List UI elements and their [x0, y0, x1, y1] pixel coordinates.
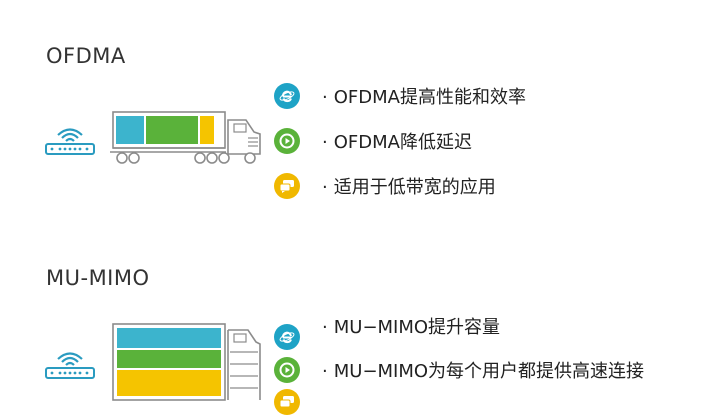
bullet-text: MU−MIMO提升容量 — [333, 317, 501, 338]
play-icon — [274, 357, 300, 383]
router-icon — [45, 352, 95, 379]
cargo-yellow — [117, 370, 221, 396]
ofdma-title: OFDMA — [46, 44, 126, 68]
ofdma-bullet-1: ·OFDMA提高性能和效率 — [274, 82, 526, 110]
bullet-text: OFDMA提高性能和效率 — [333, 87, 526, 108]
play-icon — [274, 128, 300, 154]
ofdma-bullet-3: ·适用于低带宽的应用 — [274, 172, 496, 200]
cargo-green — [146, 116, 198, 144]
router-icon — [45, 128, 95, 155]
cargo-blue — [117, 328, 221, 348]
browser-e-icon — [274, 83, 300, 109]
cargo-blue — [116, 116, 144, 144]
chat-bubbles-icon — [274, 173, 300, 199]
ofdma-bullet-2: ·OFDMA降低延迟 — [274, 127, 472, 155]
cargo-green — [117, 350, 221, 368]
bullet-text: 适用于低带宽的应用 — [333, 177, 496, 198]
chat-bubbles-icon — [274, 389, 300, 415]
mu-mimo-trucks — [112, 323, 261, 401]
mu-mimo-bullet-1: ·MU−MIMO提升容量 — [274, 312, 501, 350]
bullet-text: OFDMA降低延迟 — [333, 132, 472, 153]
browser-e-icon — [274, 324, 300, 350]
bullet-text: MU−MIMO为每个用户都提供高速连接 — [333, 361, 645, 382]
mu-mimo-title: MU-MIMO — [46, 266, 150, 290]
ofdma-truck — [110, 111, 261, 164]
cargo-yellow — [200, 116, 214, 144]
mu-mimo-bullet-2: ·MU−MIMO为每个用户都提供高速连接 — [274, 356, 644, 384]
mu-mimo-bullet-3 — [274, 388, 300, 416]
